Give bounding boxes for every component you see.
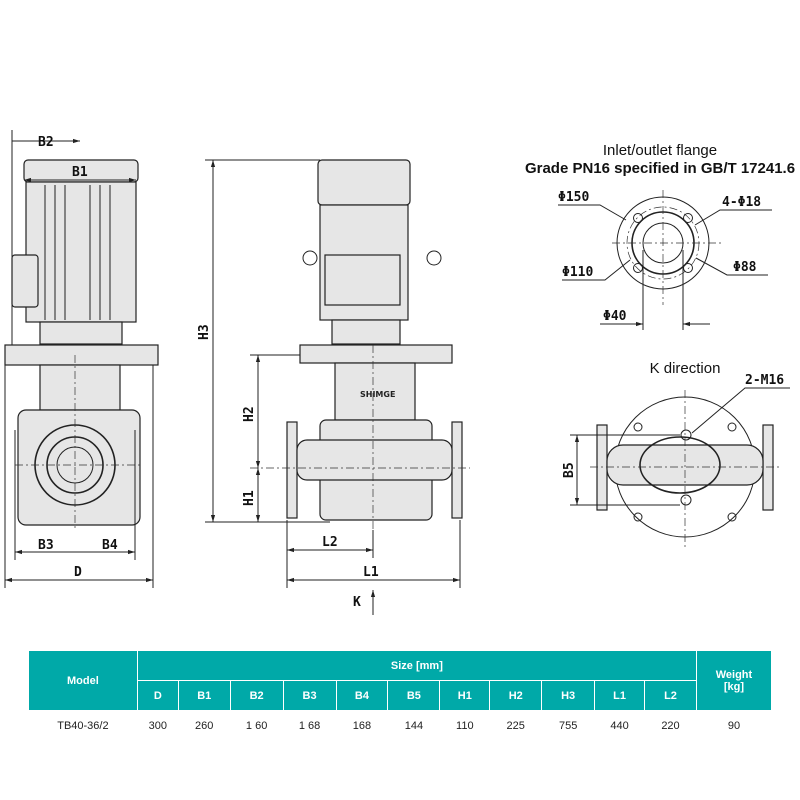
dim-B3: B3 [38, 538, 54, 553]
k-label: K [353, 595, 361, 610]
dim-B2: B2 [38, 135, 54, 150]
col-B4: B4 [335, 680, 389, 711]
dim-L2: L2 [322, 535, 338, 550]
cell-H3: 755 [558, 720, 578, 732]
k-view-title: K direction [650, 360, 721, 377]
cell-weight: 90 [727, 720, 741, 732]
col-H2: H2 [489, 680, 543, 711]
flange-d88: Φ88 [733, 260, 757, 275]
cell-B1: 260 [195, 720, 214, 732]
flange-d150: Φ150 [558, 190, 589, 205]
cell-D: 300 [148, 720, 167, 732]
dim-B4: B4 [102, 538, 118, 553]
brand-label: SHIMGE [360, 390, 395, 399]
technical-drawing: B2 B1 B3 B4 D SHIMGE H3 H2 H1 [4, 130, 795, 615]
side-view: B2 B1 B3 B4 D [4, 130, 159, 588]
size-header: Size [mm] [136, 650, 697, 681]
cell-B4: 168 [352, 720, 372, 732]
cell-B2: 1 60 [245, 720, 268, 732]
flange-title-1: Inlet/outlet flange [603, 142, 717, 159]
table-row: TB40-36/2 300 260 1 60 1 68 168 144 110 … [29, 711, 772, 742]
col-D: D [136, 680, 179, 711]
cell-B3: 1 68 [298, 720, 321, 732]
dimension-table: Model Size [mm] Weight [kg] D B1 B2 B3 B… [28, 650, 773, 742]
dim-H1: H1 [242, 490, 257, 506]
flange-view: Inlet/outlet flange Grade PN16 specified… [525, 142, 795, 330]
flange-d40: Φ40 [603, 309, 627, 324]
cell-B5: 144 [404, 720, 424, 732]
col-B1: B1 [177, 680, 231, 711]
cell-L1: 440 [610, 720, 629, 732]
col-B3: B3 [282, 680, 337, 711]
flange-d110: Φ110 [562, 265, 593, 280]
cell-L2: 220 [661, 720, 680, 732]
cell-H2: 225 [506, 720, 525, 732]
dim-D: D [74, 565, 82, 580]
k-direction-view: K direction 2-M16 B5 [562, 360, 790, 550]
dim-B1: B1 [72, 165, 88, 180]
col-H1: H1 [439, 680, 491, 711]
dim-H3: H3 [197, 324, 212, 340]
flange-bolts: 4-Φ18 [722, 195, 761, 210]
col-L1: L1 [594, 680, 646, 711]
k-thread: 2-M16 [745, 373, 784, 388]
col-H3: H3 [541, 680, 596, 711]
col-B5: B5 [387, 680, 441, 711]
cell-H1: 110 [456, 720, 474, 732]
cell-model: TB40-36/2 [57, 720, 109, 732]
col-L2: L2 [644, 680, 697, 711]
model-header: Model [28, 650, 138, 711]
flange-title-2: Grade PN16 specified in GB/T 17241.6 [525, 160, 795, 177]
col-B2: B2 [229, 680, 284, 711]
weight-header: Weight [kg] [695, 650, 773, 711]
dim-H2: H2 [242, 406, 257, 422]
dim-L1: L1 [363, 565, 379, 580]
front-view: SHIMGE H3 H2 H1 L2 L1 K [197, 159, 470, 615]
dim-B5: B5 [562, 462, 577, 478]
